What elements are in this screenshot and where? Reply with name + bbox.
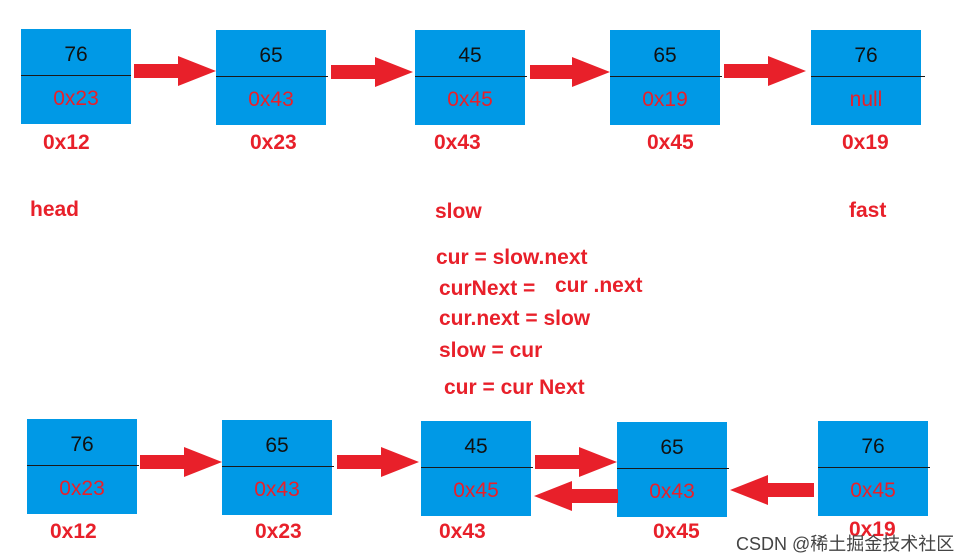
node-divider [811, 76, 925, 77]
node-value: 65 [259, 44, 283, 67]
top-arrow-3-to-4 [530, 57, 610, 87]
code-line-1: cur = slow.next [436, 246, 588, 269]
bottom-arrow-4-to-3 [534, 481, 618, 511]
watermark: CSDN @稀土掘金技术社区 [736, 534, 955, 554]
top-node-3: 45 0x45 [415, 30, 527, 125]
bottom-arrow-5-to-4 [730, 475, 814, 505]
fast-pointer-label: fast [849, 199, 887, 222]
node-next: 0x23 [53, 87, 99, 110]
bottom-node-1: 76 0x23 [27, 419, 139, 514]
top-arrow-2-to-3 [331, 57, 413, 87]
slow-pointer-label: slow [435, 200, 482, 223]
node-next: 0x43 [254, 478, 300, 501]
node-value: 65 [653, 44, 677, 67]
node-divider [818, 467, 930, 468]
node-next: 0x45 [453, 479, 499, 502]
node-divider [617, 468, 729, 469]
top-node-1: 76 0x23 [21, 29, 131, 124]
node-divider [21, 75, 131, 76]
node-value: 76 [70, 433, 94, 456]
bottom-node-4: 65 0x43 [617, 422, 729, 517]
node-next: 0x19 [642, 88, 688, 111]
code-line-2: curNext = [439, 277, 536, 300]
code-line-3: cur.next = slow [439, 307, 591, 330]
bottom-address-4: 0x45 [653, 520, 700, 543]
node-divider [216, 76, 328, 77]
node-next: 0x45 [447, 88, 493, 111]
bottom-address-1: 0x12 [50, 520, 97, 543]
node-divider [421, 467, 533, 468]
head-pointer-label: head [30, 198, 80, 221]
node-value: 76 [854, 44, 878, 67]
top-address-2: 0x23 [250, 131, 297, 154]
bottom-node-5: 76 0x45 [818, 421, 930, 516]
bottom-address-5: 0x19 [849, 518, 896, 541]
bottom-node-2: 65 0x43 [222, 420, 334, 515]
bottom-address-2: 0x23 [255, 520, 302, 543]
bottom-arrow-3-to-4 [535, 447, 617, 477]
bottom-address-3: 0x43 [439, 520, 486, 543]
node-value: 45 [458, 44, 482, 67]
node-next: null [849, 88, 883, 111]
top-node-4: 65 0x19 [610, 30, 722, 125]
top-address-4: 0x45 [647, 131, 694, 154]
code-line-5: cur = cur Next [444, 376, 585, 399]
top-address-3: 0x43 [434, 131, 481, 154]
bottom-arrow-1-to-2 [140, 447, 222, 477]
bottom-arrow-2-to-3 [337, 447, 419, 477]
node-divider [27, 465, 139, 466]
code-line-2b: cur .next [555, 274, 643, 297]
node-next: 0x43 [248, 88, 294, 111]
node-value: 76 [64, 43, 88, 66]
node-next: 0x45 [850, 479, 896, 502]
node-value: 45 [464, 435, 488, 458]
node-value: 76 [861, 435, 885, 458]
top-address-5: 0x19 [842, 131, 889, 154]
top-arrow-1-to-2 [134, 56, 216, 86]
bottom-node-3: 45 0x45 [421, 421, 533, 516]
top-address-1: 0x12 [43, 131, 90, 154]
top-node-2: 65 0x43 [216, 30, 328, 125]
top-arrow-4-to-5 [724, 56, 806, 86]
node-divider [610, 76, 722, 77]
node-divider [222, 466, 334, 467]
top-node-5: 76 null [811, 30, 925, 125]
code-line-4: slow = cur [439, 339, 543, 362]
node-next: 0x43 [649, 480, 695, 503]
node-divider [415, 76, 527, 77]
node-value: 65 [265, 434, 289, 457]
node-value: 65 [660, 436, 684, 459]
node-next: 0x23 [59, 477, 105, 500]
